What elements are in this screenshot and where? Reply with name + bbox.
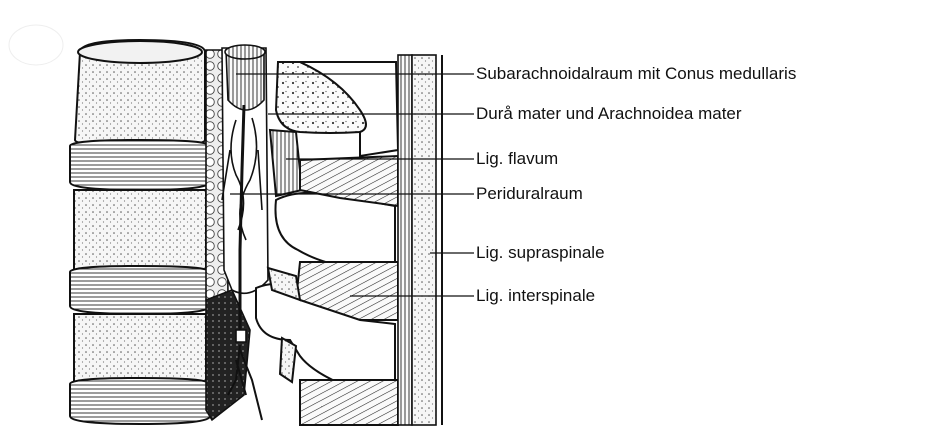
- intervertebral-disc-3: [70, 378, 210, 424]
- vertebral-column: [70, 40, 210, 424]
- nerve-root-lower: [236, 330, 246, 342]
- label-supraspinale: Lig. supraspinale: [476, 243, 605, 263]
- vertebral-body-2: [74, 190, 206, 278]
- spinal-canal: [206, 45, 268, 420]
- intervertebral-disc-2: [70, 266, 210, 314]
- intervertebral-disc-1: [70, 140, 210, 190]
- label-interspinale: Lig. interspinale: [476, 286, 595, 306]
- label-subarachnoid: Subarachnoidalraum mit Conus medullaris: [476, 64, 796, 84]
- label-flavum: Lig. flavum: [476, 149, 558, 169]
- ligamentum-flavum: [270, 130, 302, 196]
- vertebral-body-3: [74, 314, 206, 388]
- interspinous-ligament-3: [300, 380, 398, 425]
- small-process: [280, 338, 296, 382]
- supraspinous-ligament: [398, 55, 442, 425]
- corner-blob: [9, 25, 63, 65]
- label-peridural: Periduralraum: [476, 184, 583, 204]
- dark-epidural-space: [206, 290, 250, 420]
- vertebral-arches: [256, 62, 398, 425]
- supraspinal-dotted-band: [412, 55, 436, 425]
- supraspinal-inner-band: [398, 55, 412, 425]
- label-dura: Durå mater und Arachnoidea mater: [476, 104, 742, 124]
- vertebral-body-1-top: [78, 41, 202, 63]
- spinal-cord-top: [225, 45, 265, 59]
